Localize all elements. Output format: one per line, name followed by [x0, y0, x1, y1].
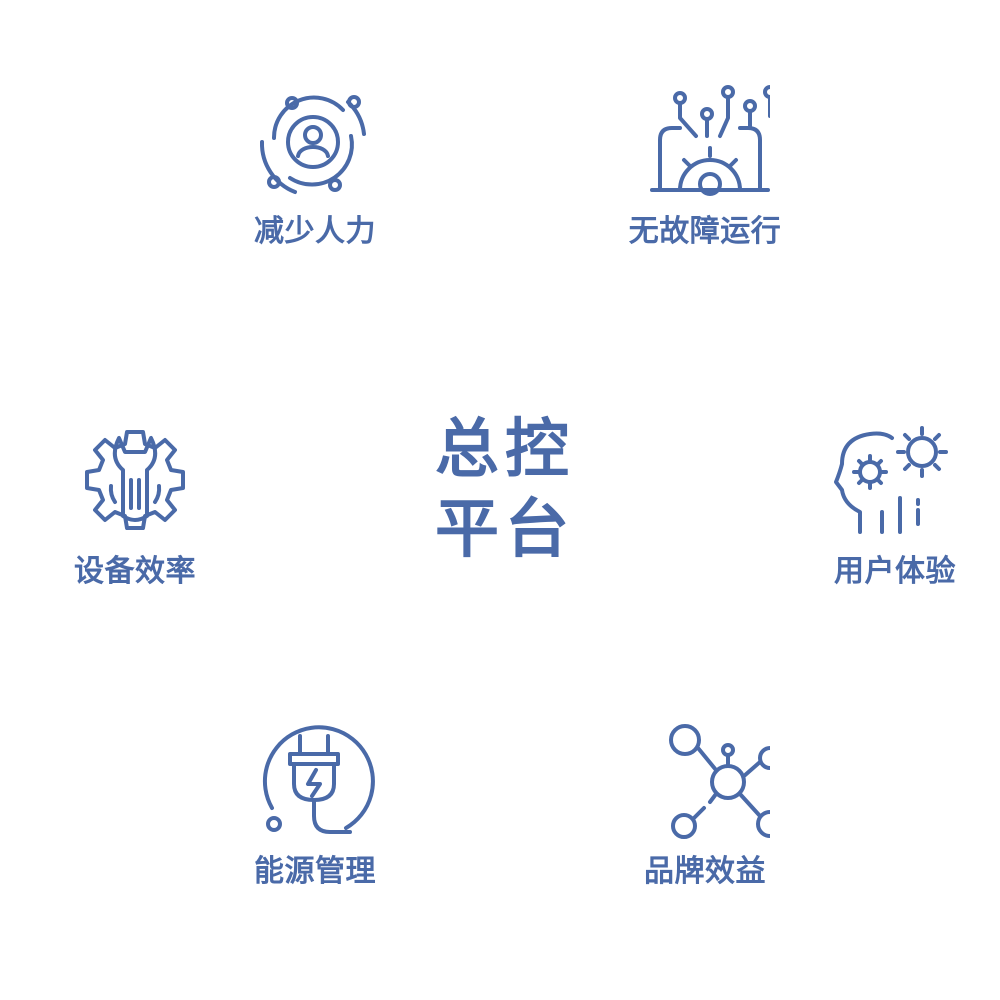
center-title: 总控 平台 — [430, 410, 580, 570]
gear-network-icon — [650, 85, 770, 196]
power-plug-icon — [262, 725, 375, 834]
head-gears-icon — [834, 426, 948, 534]
node-label: 能源管理 — [254, 854, 376, 889]
node-equipment-efficiency: 设备效率 — [45, 420, 225, 590]
node-user-experience: 用户体验 — [805, 420, 985, 590]
node-label: 减少人力 — [254, 214, 376, 249]
node-label: 无故障运行 — [628, 214, 782, 249]
center-title-line2: 平台 — [435, 493, 575, 567]
node-label: 品牌效益 — [644, 854, 766, 889]
node-fault-free: 无故障运行 — [615, 80, 795, 250]
node-energy-management: 能源管理 — [225, 720, 405, 890]
molecule-network-icon — [669, 724, 770, 839]
node-brand-benefit: 品牌效益 — [615, 720, 795, 890]
node-reduce-labor: 减少人力 — [225, 80, 405, 250]
user-orbit-icon — [259, 95, 366, 194]
node-label: 用户体验 — [834, 554, 956, 589]
center-title-line1: 总控 — [435, 413, 575, 487]
wrench-gear-icon — [85, 430, 185, 530]
node-label: 设备效率 — [74, 554, 196, 589]
